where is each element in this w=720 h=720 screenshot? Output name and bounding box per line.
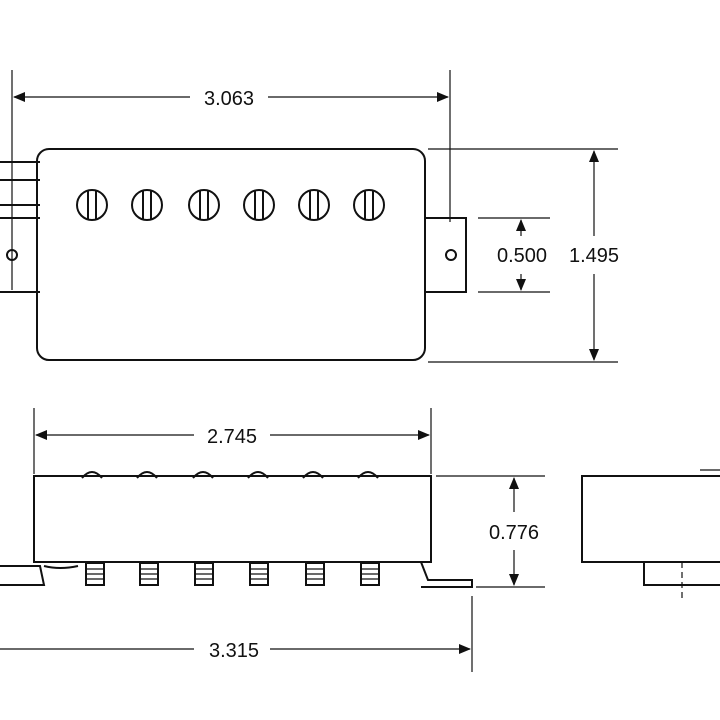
pole-screw-icon [353, 189, 385, 221]
baseplate-left [0, 565, 46, 586]
dim-label-3063: 3.063 [204, 88, 254, 110]
pole-pieces [76, 189, 385, 221]
baseplate-end [643, 562, 720, 586]
dim-label-0776: 0.776 [489, 522, 539, 544]
lead-wires [0, 161, 40, 206]
dimension-overall-width: 3.315 [0, 640, 471, 662]
dimension-height-top: 1.495 [428, 148, 619, 363]
dimension-mount-spacing: 0.500 [478, 217, 550, 293]
dimension-height-side: 0.776 [436, 475, 545, 588]
threaded-screw-icon [249, 562, 269, 586]
pickup-cover-top [36, 148, 426, 361]
dim-label-2745: 2.745 [207, 426, 257, 448]
pickup-cover-end [581, 475, 720, 563]
mount-hole-right [445, 249, 457, 261]
end-view [581, 469, 720, 600]
pole-screw-icon [298, 189, 330, 221]
dim-label-3315: 3.315 [209, 640, 259, 662]
dimension-width-top: 3.063 [13, 88, 449, 110]
threaded-screw-icon [194, 562, 214, 586]
dimension-cover-width: 2.745 [35, 426, 430, 448]
threaded-screw-icon [139, 562, 159, 586]
pole-screw-icon [243, 189, 275, 221]
dim-label-0500: 0.500 [497, 245, 547, 267]
pole-screw-icon [76, 189, 108, 221]
baseplate-right [420, 561, 473, 588]
side-view: 2.745 [0, 408, 545, 672]
mounting-ear-right [424, 217, 467, 293]
top-view: 3.063 [0, 70, 619, 363]
dim-label-1495: 1.495 [569, 245, 619, 267]
pickup-cover-side [33, 475, 432, 563]
threaded-screw-icon [85, 562, 105, 586]
threaded-screw-icon [360, 562, 380, 586]
pole-screw-icon [131, 189, 163, 221]
threaded-screw-icon [305, 562, 325, 586]
bottom-screws [85, 562, 380, 586]
lead-wire-side [43, 565, 79, 569]
mounting-ear-left [0, 217, 40, 293]
mount-hole-left [6, 249, 18, 261]
pole-screw-icon [188, 189, 220, 221]
